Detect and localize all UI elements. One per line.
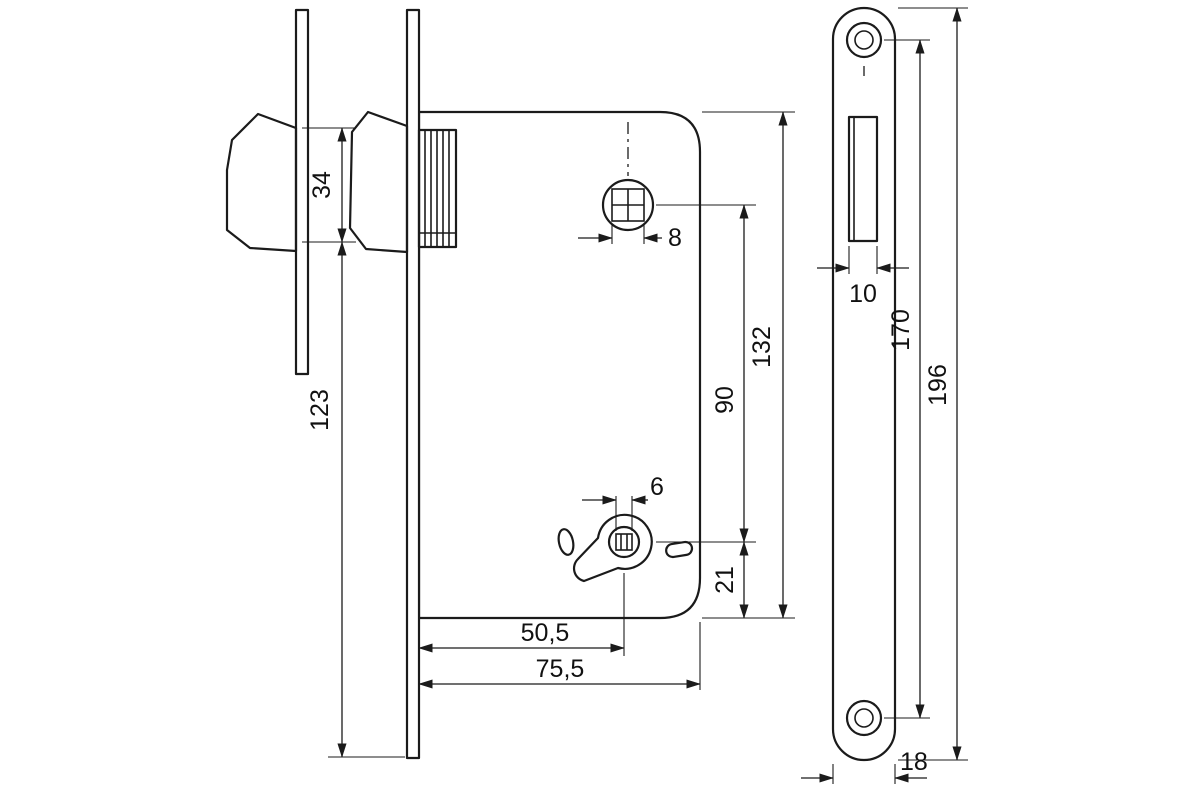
dim-label-faceplate-width: 18 <box>900 748 928 776</box>
screw-hole-bottom <box>845 699 883 737</box>
dim-label-latch-cutout: 10 <box>849 280 877 308</box>
dim-label-key-square: 6 <box>650 473 664 501</box>
dim-faceplate-length: 196 <box>898 7 968 761</box>
cam-outline <box>572 513 653 583</box>
faceplate-side <box>405 8 421 760</box>
dim-spindle-square: 8 <box>578 224 682 252</box>
dim-label-backset: 50,5 <box>521 619 570 647</box>
dim-centers-chain: 90 21 132 <box>656 111 795 619</box>
dim-label-latch-to-plate-bottom: 123 <box>306 389 334 431</box>
latch-cutout <box>847 115 879 243</box>
latch-bolt-outer <box>225 112 298 253</box>
dim-label-latch-height: 34 <box>308 171 336 199</box>
faceplate-front <box>831 6 897 762</box>
spindle-follower <box>601 122 655 232</box>
dim-faceplate-width: 18 <box>801 748 928 784</box>
dim-label-faceplate-length: 196 <box>924 364 952 406</box>
latch-tail <box>417 128 458 249</box>
dim-label-screw-centers: 170 <box>887 309 915 351</box>
key-follower-cam <box>557 513 694 583</box>
dim-backset: 50,5 <box>418 573 625 656</box>
dim-screw-centers: 170 <box>884 39 930 719</box>
latch-bolt-inner <box>348 110 409 254</box>
screw-hole-top <box>845 21 883 76</box>
dim-key-square: 6 <box>582 473 664 531</box>
lock-body <box>417 110 702 620</box>
dim-latch-to-plate-bottom: 123 <box>306 241 405 758</box>
front-view: 10 170 196 18 <box>801 6 968 784</box>
slot-left <box>557 528 575 556</box>
dim-latch-cutout: 10 <box>817 246 909 308</box>
dim-label-body-depth: 75,5 <box>536 655 585 683</box>
slot-right <box>665 540 694 559</box>
dim-label-centers: 90 <box>711 386 739 414</box>
dim-label-key-to-bottom: 21 <box>711 566 739 594</box>
side-view: 8 6 34 123 90 <box>225 8 795 760</box>
dim-label-spindle-square: 8 <box>668 224 682 252</box>
dim-body-depth: 75,5 <box>418 622 701 690</box>
dim-label-body-height: 132 <box>748 326 776 368</box>
dim-latch-height: 34 <box>302 127 356 243</box>
strike-plate <box>294 8 310 376</box>
